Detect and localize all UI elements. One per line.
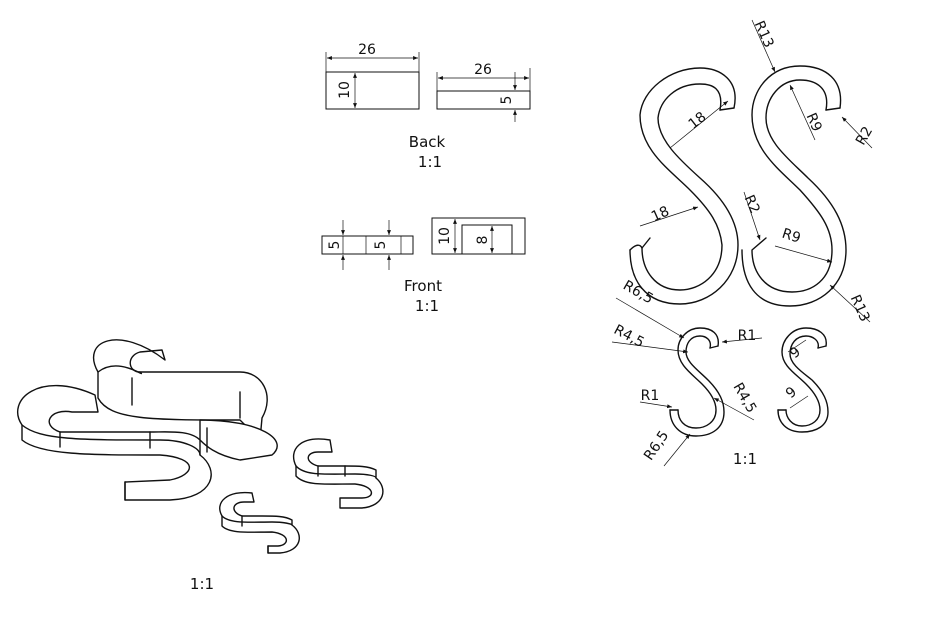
detail-large-2-r2-top: R2 [853,124,876,148]
isometric-scale: 1:1 [190,575,214,593]
detail-large-2-r2-bottom: R2 [741,193,763,217]
front-part-outline [321,235,414,255]
back-part-side-face [436,90,531,110]
front-dim-a: 5 [327,241,343,250]
front-part-slot [461,224,513,255]
detail-small-r45-left: R4,5 [611,322,647,351]
detail-scale: 1:1 [733,450,757,468]
detail-large-2-r13-bottom: R13 [847,293,873,325]
front-dim-slot: 8 [475,236,491,245]
back-part-front-face [325,71,420,110]
isometric-view: 1:1 [16,339,384,593]
back-dim-thickness: 5 [499,96,515,105]
detail-large-2-r9-top: R9 [803,111,825,135]
detail-small-r1-left: R1 [641,388,660,404]
detail-large-2-r9-bottom: R9 [780,226,803,247]
back-dim-width: 26 [358,42,376,58]
detail-large-1-dim-b: 18 [649,203,672,225]
back-dim-width-2: 26 [474,62,492,78]
detail-views: 18 18 R13 R9 R2 R2 R9 R13 [611,19,876,468]
iso-large-hook-rear [92,339,278,461]
back-view-scale: 1:1 [418,153,442,171]
detail-small-r65-bottom: R6,5 [641,428,672,463]
back-dim-height: 10 [337,81,353,99]
front-view: 5 5 10 8 Front 1:1 [321,217,526,315]
iso-small-hook-right [292,438,384,509]
detail-small-r45-right: R4,5 [730,380,760,416]
iso-small-hook-left [219,491,300,554]
detail-small-2-dim-bottom: 9 [783,384,800,402]
detail-large-2-r13-top: R13 [751,19,777,51]
back-view: 26 10 26 5 Back 1:1 [325,42,531,171]
detail-small-hook-2: 9 9 [777,327,829,433]
front-dim-b: 5 [373,241,389,250]
front-view-scale: 1:1 [415,297,439,315]
detail-small-r1-right: R1 [738,328,757,344]
detail-large-hook-1: 18 18 [629,67,739,305]
back-view-label: Back [409,133,446,151]
front-view-label: Front [404,277,442,295]
detail-small-hook-1: R6,5 R1 R4,5 R1 R4,5 R6,5 [611,278,763,467]
iso-large-hook-front [16,384,212,501]
front-dim-height: 10 [437,227,453,245]
detail-large-1-dim-a: 18 [686,109,710,133]
detail-large-hook-2: R13 R9 R2 R2 R9 R13 [741,19,877,325]
